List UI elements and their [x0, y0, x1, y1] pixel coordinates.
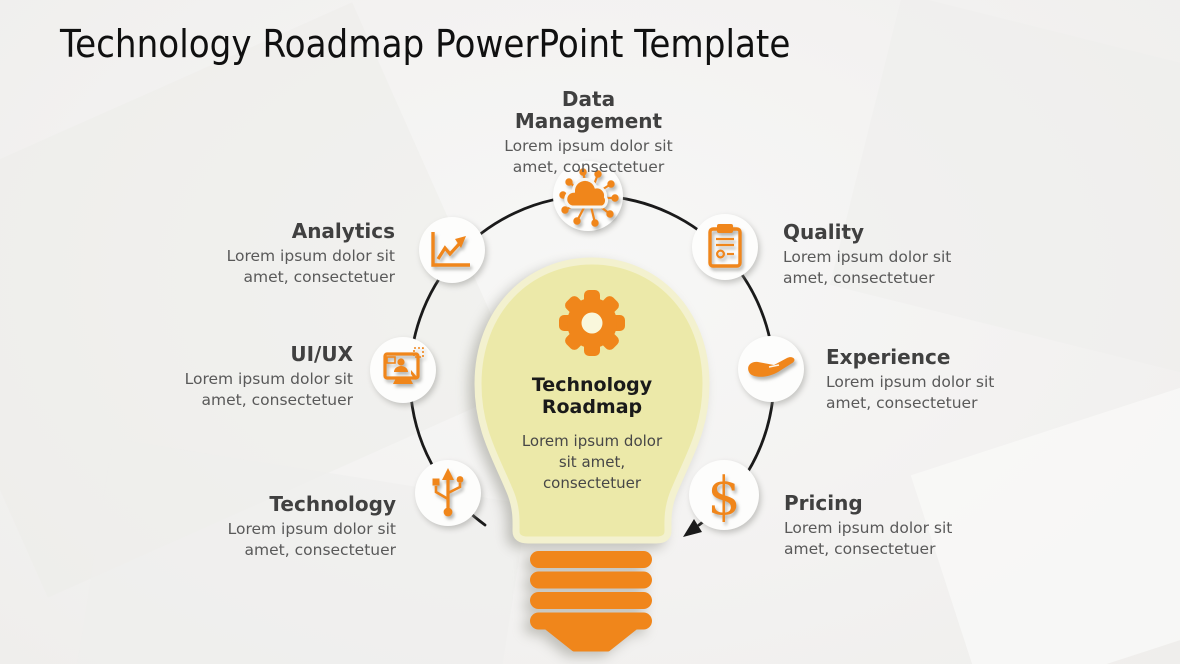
lightbulb-base [530, 551, 652, 652]
center-description: Lorem ipsum dolor sit amet, consectetuer [507, 431, 677, 494]
item-label: Experience [826, 345, 951, 369]
item-description: Lorem ipsum dolor sit amet, consectetuer [826, 373, 995, 412]
clipboard-checklist-icon [708, 224, 742, 268]
center-title: Technology Roadmap [531, 374, 653, 418]
monitor-user-icon [383, 347, 424, 384]
item-pricing: Pricing Lorem ipsum dolor sit amet, cons… [784, 492, 989, 559]
item-description: Lorem ipsum dolor sit amet, consectetuer [226, 247, 395, 286]
item-description: Lorem ipsum dolor sit amet, consectetuer [784, 519, 953, 558]
item-technology: Technology Lorem ipsum dolor sit amet, c… [191, 493, 396, 560]
item-description: Lorem ipsum dolor sit amet, consectetuer [227, 520, 396, 559]
center-description-text: Lorem ipsum dolor sit amet, consectetuer [521, 432, 663, 492]
usb-icon [432, 468, 464, 517]
item-label: Technology [269, 492, 396, 516]
item-description: Lorem ipsum dolor sit amet, consectetuer [504, 137, 673, 176]
gear-icon [559, 290, 625, 356]
lightbulb [474, 257, 710, 652]
item-quality: Quality Lorem ipsum dolor sit amet, cons… [783, 221, 988, 288]
item-data-management: Data Management Lorem ipsum dolor sit am… [486, 88, 691, 177]
badge-quality [692, 214, 758, 280]
item-experience: Experience Lorem ipsum dolor sit amet, c… [826, 346, 1031, 413]
lightbulb-glass [474, 257, 710, 544]
arc-arrowhead-icon [683, 519, 702, 537]
item-uiux: UI/UX Lorem ipsum dolor sit amet, consec… [148, 343, 353, 410]
cloud-data-icon [559, 168, 619, 227]
item-label: Quality [783, 220, 865, 244]
item-description: Lorem ipsum dolor sit amet, consectetuer [184, 370, 353, 409]
item-analytics: Analytics Lorem ipsum dolor sit amet, co… [190, 220, 395, 287]
dollar-icon: $ [707, 467, 740, 527]
item-label: UI/UX [290, 342, 353, 366]
item-label: Pricing [784, 491, 863, 515]
item-description: Lorem ipsum dolor sit amet, consectetuer [783, 248, 952, 287]
item-label: Data Management [514, 87, 663, 133]
line-chart-icon [431, 232, 470, 267]
slide-title: Technology Roadmap PowerPoint Template [60, 22, 791, 66]
offering-hand-icon [748, 357, 795, 377]
item-label: Analytics [291, 219, 395, 243]
badge-pricing [689, 460, 759, 530]
